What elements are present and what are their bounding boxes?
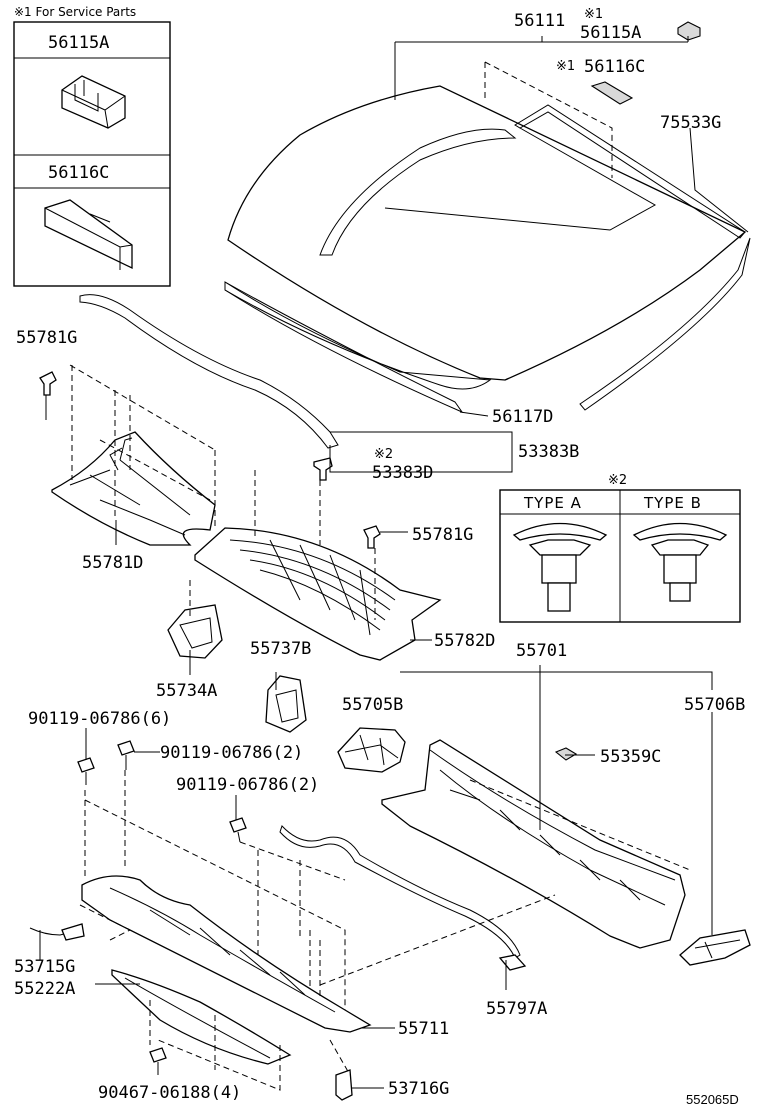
mark-1-b: ※1 — [556, 59, 575, 74]
label-53716G: 53716G — [388, 1079, 449, 1099]
label-55734A: 55734A — [156, 681, 217, 701]
label-55701: 55701 — [516, 641, 567, 661]
seal-55222A — [111, 969, 292, 1065]
label-55781G-left: 55781G — [16, 328, 77, 348]
bolt-90119-06786-2a — [117, 740, 135, 770]
label-56115A: 56115A — [580, 23, 641, 43]
bracket-55706B — [679, 929, 751, 966]
clip-type-b-drawing — [632, 522, 728, 602]
label-55781D: 55781D — [82, 553, 143, 573]
type-b-label: TYPE B — [643, 494, 702, 512]
bolt-90119-06786-2b — [229, 817, 247, 843]
clip-55781G-right — [363, 525, 381, 549]
bracket-53716G — [335, 1069, 353, 1101]
service-cell-56116C: 56116C — [48, 163, 109, 183]
label-55222A: 55222A — [14, 979, 75, 999]
part-labels: 56111 56115A 56116C 75533G 55781G 56117D… — [14, 11, 745, 1103]
label-56116C: 56116C — [584, 57, 645, 77]
service-cell-56115A: 56115A — [48, 33, 109, 53]
label-90119-06786-2a: 90119-06786(2) — [160, 743, 303, 763]
label-56111: 56111 — [514, 11, 565, 31]
bracket-55705B — [337, 727, 406, 773]
harness-53715G — [29, 923, 85, 941]
cowl-panel-55701 — [381, 739, 686, 949]
hose-55797A — [279, 825, 527, 971]
label-55705B: 55705B — [342, 695, 403, 715]
label-55737B: 55737B — [250, 639, 311, 659]
label-53383B: 53383B — [518, 442, 579, 462]
clip-56115A-top — [677, 21, 701, 41]
service-parts-frame — [13, 21, 171, 287]
service-parts-box: ※1 For Service Parts 56115A 56116C — [13, 5, 171, 287]
clip-56115A-drawing — [61, 75, 126, 129]
mark-2: ※2 — [374, 447, 393, 462]
seal-55359C — [554, 747, 578, 761]
label-90119-06786-6: 90119-06786(6) — [28, 709, 171, 729]
label-55782D: 55782D — [434, 631, 495, 651]
seal-56116C-top — [590, 81, 634, 105]
label-55781G-right: 55781G — [412, 525, 473, 545]
label-55706B: 55706B — [684, 695, 745, 715]
cowl-panel-55711 — [81, 875, 372, 1033]
service-parts-header: ※1 For Service Parts — [14, 5, 136, 19]
diagram-id: 552065D — [686, 1092, 739, 1107]
seal-56116C-drawing — [44, 199, 133, 270]
seal-55734A — [167, 604, 223, 659]
seal-55737B — [265, 675, 307, 733]
label-53383D: 53383D — [372, 463, 433, 483]
cowl-louver-55781D — [51, 431, 216, 546]
type-box-mark: ※2 — [608, 473, 627, 488]
label-53715G: 53715G — [14, 957, 75, 977]
label-56117D: 56117D — [492, 407, 553, 427]
label-55711: 55711 — [398, 1019, 449, 1039]
label-55797A: 55797A — [486, 999, 547, 1019]
bolt-90119-06786-6 — [77, 757, 95, 785]
type-a-label: TYPE A — [523, 494, 582, 512]
label-90467-06188: 90467-06188(4) — [98, 1083, 241, 1103]
weatherstrip-56117D — [79, 294, 339, 449]
clip-type-box: ※2 TYPE A TYPE B — [499, 473, 741, 623]
clip-type-a-drawing — [512, 522, 608, 612]
cowl-louver-55782D — [194, 527, 442, 661]
molding-75533G — [579, 237, 751, 411]
mark-1-a: ※1 — [584, 7, 603, 22]
clip-53383D — [313, 457, 333, 481]
leader-lines — [39, 36, 749, 1091]
label-90119-06786-2b: 90119-06786(2) — [176, 775, 319, 795]
label-75533G: 75533G — [660, 113, 721, 133]
label-55359C: 55359C — [600, 747, 661, 767]
clip-55781G-left — [39, 371, 57, 396]
windshield-glass — [224, 85, 747, 414]
bolt-90467-06188 — [149, 1047, 167, 1075]
